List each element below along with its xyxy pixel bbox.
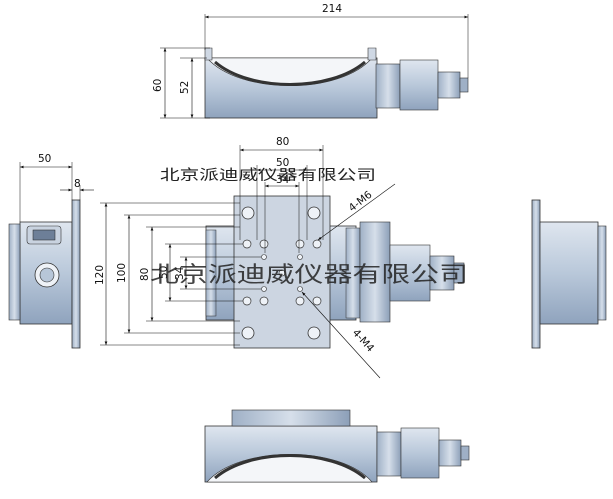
m6-hole — [312, 296, 322, 306]
right-view-plate — [531, 199, 541, 349]
center-view-motor-cap — [429, 255, 455, 291]
bottom-view-arc-track — [214, 454, 366, 480]
m6-hole — [259, 296, 269, 306]
top-view: 214 60 52 — [152, 3, 469, 119]
dim-50v-label: 50 — [158, 266, 170, 279]
watermark-large: 北京派迪威仪器有限公司 — [150, 263, 468, 288]
bottom-view-top-plate — [231, 409, 351, 427]
mount-hole — [241, 326, 255, 340]
right-view — [531, 199, 607, 349]
dim-80h-label: 80 — [276, 136, 289, 148]
m4-leader — [301, 291, 381, 379]
m6-leader — [317, 183, 396, 241]
dim-50w-label: 50 — [38, 153, 51, 165]
right-view-body — [539, 221, 599, 325]
left-view: 50 8 — [8, 153, 94, 349]
dim-50h-label: 50 — [276, 157, 289, 169]
right-view-side — [597, 225, 607, 321]
center-hole — [278, 269, 286, 277]
center-view-motor-flange — [359, 221, 391, 323]
m4-hole — [297, 254, 303, 260]
dim-34v-label: 34 — [174, 266, 186, 280]
center-view-connector — [453, 262, 465, 284]
top-view-connector — [459, 77, 469, 93]
dim-214-label: 214 — [322, 3, 342, 15]
mount-hole — [307, 206, 321, 220]
dim-80v-label: 80 — [139, 268, 151, 281]
dim-52-label: 52 — [179, 81, 191, 94]
left-view-plate — [71, 199, 81, 349]
left-view-bearing-inner — [39, 267, 55, 283]
dim-100-label: 100 — [116, 263, 128, 283]
center-view: 80 50 34 120 100 80 50 34 4-M6 4-M4 — [94, 136, 465, 379]
top-view-arc-track — [214, 60, 366, 86]
m6-hole — [259, 239, 269, 249]
top-view-motor-cap — [437, 71, 461, 99]
top-view-right-ear — [367, 47, 377, 61]
bottom-view-motor — [400, 427, 440, 479]
m6-hole — [242, 239, 252, 249]
center-view-m4-holes — [261, 254, 303, 292]
center-view-left-rail — [205, 229, 217, 317]
m6-hole — [312, 239, 322, 249]
m4-hole — [297, 286, 303, 292]
m6-hole — [295, 296, 305, 306]
m6-hole — [242, 296, 252, 306]
watermark-small: 北京派迪威仪器有限公司 — [160, 167, 376, 184]
m4-callout-label: 4-M4 — [350, 327, 377, 355]
m4-hole — [261, 254, 267, 260]
center-view-m6-holes — [242, 239, 322, 306]
top-view-motor — [399, 59, 439, 111]
m6-hole — [295, 239, 305, 249]
left-view-side — [8, 223, 21, 321]
m4-hole — [261, 286, 267, 292]
mount-hole — [307, 326, 321, 340]
top-view-motor-flange — [375, 63, 401, 109]
dim-120-label: 120 — [94, 265, 106, 285]
left-view-connector-pins — [32, 229, 56, 241]
mount-hole — [241, 206, 255, 220]
center-view-mount-holes — [241, 206, 321, 340]
dim-34h-label: 34 — [276, 174, 290, 186]
dim-60-label: 60 — [152, 79, 164, 92]
dim-8-label: 8 — [74, 178, 81, 190]
bottom-view-motor-cap — [438, 439, 462, 467]
bottom-view-connector — [460, 445, 470, 461]
bottom-view-motor-flange — [376, 431, 402, 477]
bottom-view — [204, 409, 470, 483]
